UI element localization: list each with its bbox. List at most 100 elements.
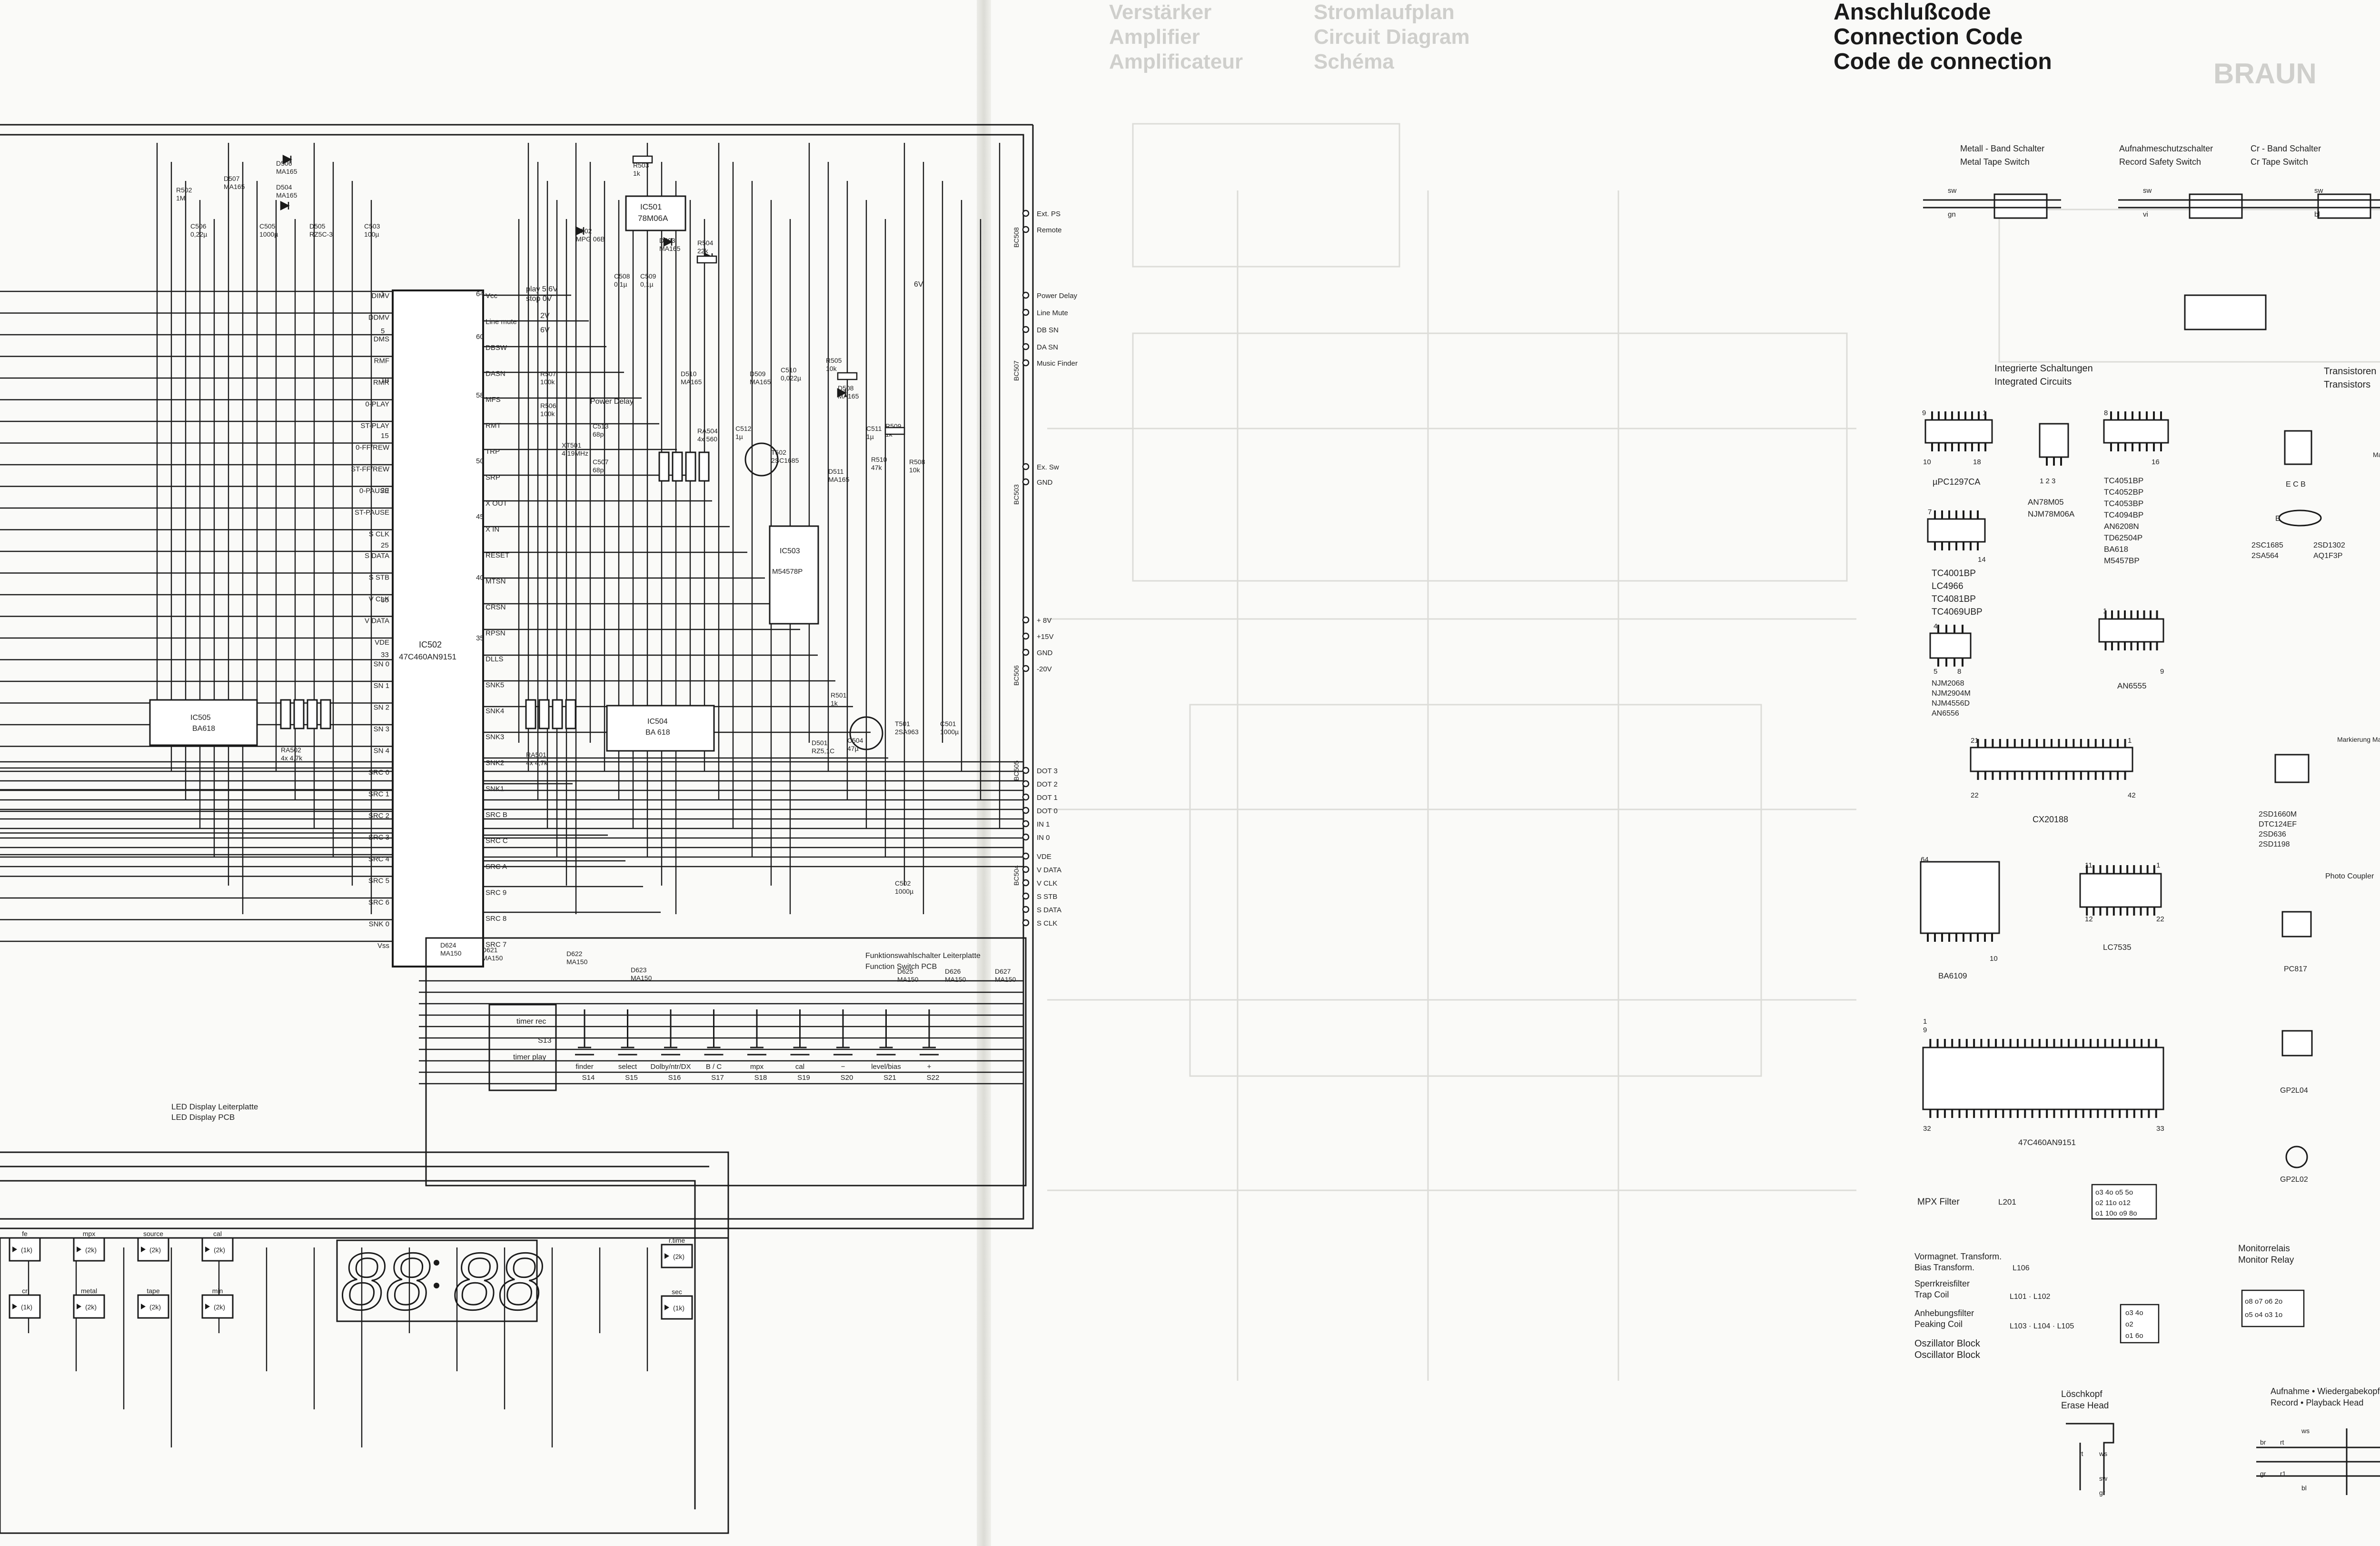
connector-pin	[1022, 616, 1030, 624]
ic502-pin-number: 40	[476, 574, 484, 582]
connector-pin	[1022, 648, 1030, 656]
diode-ref: D623	[631, 966, 647, 974]
ic502-pin-number: 10	[381, 376, 389, 384]
led-code: (2k)	[214, 1246, 225, 1254]
ic502-pin-label: SRC 3	[368, 834, 389, 842]
connector-ref: BC508	[1012, 227, 1020, 248]
resistor-symbol	[884, 427, 905, 435]
ic-part-label: TC4051BP	[2104, 476, 2143, 485]
component-ref: C505	[259, 222, 276, 230]
component-ref: C510	[781, 366, 797, 374]
ic-pin-number: 11	[2085, 861, 2092, 869]
switch-symbol	[747, 1009, 766, 1056]
ic-part-label: TC4069UBP	[1932, 607, 1983, 617]
transistor-title-en: Transistors	[2324, 379, 2370, 390]
colon-dot	[434, 1283, 439, 1288]
ic-lc7535	[2079, 865, 2162, 916]
component-value: 0,22µ	[190, 230, 207, 238]
resistor-symbol	[696, 255, 717, 264]
connector-pin	[1022, 478, 1030, 486]
component-ref: D510	[681, 370, 697, 378]
ic-part-label: BA618	[2104, 545, 2128, 554]
ic502-pin-label: Line mute	[486, 318, 517, 326]
component-value: MA165	[750, 378, 771, 386]
bias-ref: L106	[2013, 1264, 2030, 1272]
connector-label: DB SN	[1037, 326, 1059, 334]
ic502-pin-label: ST-PAUSE	[355, 509, 389, 517]
ic502-pin-label: 0-PLAY	[365, 400, 389, 409]
diode-symbol	[575, 226, 585, 236]
switch-name: Dolby/ntr/DX	[650, 1063, 691, 1071]
connector-pin	[1022, 852, 1030, 860]
rec-play-head-pin: rt	[2280, 1438, 2284, 1446]
component-value: 10k	[909, 466, 921, 474]
header-title-en: Connection Code	[1834, 24, 2023, 50]
diode-value: MA150	[631, 974, 652, 982]
component-ref: RA504	[697, 427, 718, 435]
led-code: (2k)	[149, 1246, 161, 1254]
ic-part-label: TC4053BP	[2104, 499, 2143, 508]
ic-an6555	[2098, 610, 2164, 650]
ic502-pin-label: DBSW	[486, 344, 507, 352]
rec-play-head-pin: gr	[2260, 1470, 2266, 1477]
connector-label: DOT 1	[1037, 794, 1058, 802]
switch-pin-label: sw	[2143, 187, 2152, 195]
switch-pin-label: vi	[2143, 210, 2148, 219]
ic502-pin-label: SRC A	[486, 863, 507, 871]
ic-pin-number: 16	[2152, 458, 2160, 466]
connector-pin	[1022, 892, 1030, 900]
ic502-pin-number: 15	[381, 432, 389, 440]
ic-pin-number: 18	[1973, 458, 1981, 466]
ghost-title: Amplifier	[1109, 25, 1200, 49]
ic-pin-number: 22	[2156, 915, 2164, 923]
ic502-pin-label: RESET	[486, 551, 509, 559]
switch-name: cal	[795, 1063, 804, 1071]
led-code: (2k)	[85, 1303, 97, 1311]
connector-ref: BC506	[1012, 665, 1020, 686]
ic-pin-number: 9	[2160, 668, 2164, 676]
osc-label-de: Oszillator Block	[1914, 1338, 1981, 1349]
component-value: 1000µ	[940, 728, 959, 736]
component-value: 2SA963	[895, 728, 919, 736]
timer-rec-label: timer rec	[516, 1017, 546, 1026]
component-value: 100k	[540, 410, 555, 418]
component-value: 1k	[831, 699, 838, 707]
ic-njm2068	[1929, 625, 1972, 667]
led-code: (2k)	[149, 1303, 161, 1311]
component-ref: D505	[309, 222, 326, 230]
component-ref: RA501	[526, 751, 546, 758]
component-ref: C502	[895, 879, 911, 887]
component-value: MA165	[276, 168, 298, 175]
ic-pin-number: 5	[1934, 668, 1937, 676]
ic-part-label: AN6556	[1932, 709, 1959, 718]
ic-tc4051	[2103, 411, 2169, 451]
component-value: 2SC1685	[771, 457, 799, 464]
header-title-fr: Code de connection	[1834, 49, 2052, 74]
led-pcb-label-de: LED Display Leiterplatte	[171, 1102, 258, 1111]
mpx-filter-pin: o2 11o o12	[2095, 1199, 2131, 1207]
switch-symbol	[575, 1009, 594, 1056]
ic-part-label: AN6208N	[2104, 522, 2139, 531]
ic502-pin-label: S DATA	[365, 552, 389, 560]
ic-part-label: TD62504P	[2104, 533, 2142, 542]
diode-value: MA150	[440, 949, 462, 957]
led-name: tape	[147, 1287, 159, 1295]
component-value: 4,19MHz	[562, 449, 588, 457]
ic502-pin-label: DLLS	[486, 655, 504, 663]
timer-switch-ref: S13	[538, 1037, 552, 1045]
ic-pin-number: 32	[1923, 1125, 1931, 1133]
ic502-pin-label: SRC 1	[368, 790, 389, 798]
rec-play-head-pin: ws	[2301, 1427, 2310, 1435]
ic502-pin-label: V DATA	[365, 617, 389, 625]
ghost-schematic	[1047, 123, 2380, 1381]
photo-coupler-part: PC817	[2284, 965, 2307, 973]
led-pcb-label-en: LED Display PCB	[171, 1113, 235, 1122]
ic502-pin-label: SRC 2	[368, 812, 389, 820]
ic501-chip: IC501 78M06A	[625, 195, 686, 231]
led-indicator-bottom: metal(2k)	[73, 1287, 105, 1319]
connector-label: -20V	[1037, 665, 1052, 673]
led-code: (1k)	[673, 1304, 684, 1312]
ic502-pin-label: Vss	[377, 942, 389, 950]
